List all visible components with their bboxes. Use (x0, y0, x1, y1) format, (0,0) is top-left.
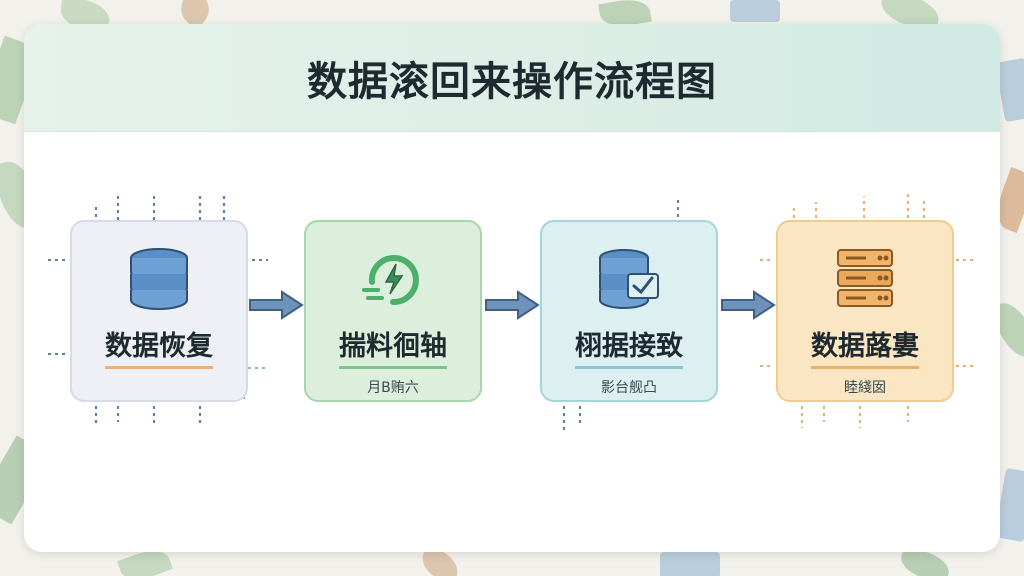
database-check-icon (599, 249, 659, 309)
step-label: 数据恢复 (105, 324, 213, 369)
step-3: 栩据接致 影台舰凸 (540, 220, 718, 402)
arrow-right-icon (485, 290, 540, 320)
arrow-right-icon (721, 290, 776, 320)
database-icon (130, 248, 188, 310)
step-4: 数据蕗婁 睦綫囡 (776, 220, 954, 402)
step-sublabel: 月B贿六 (367, 380, 419, 396)
diagram-title: 数据滚回来操作流程图 (307, 58, 717, 105)
header-banner: 数据滚回来操作流程图 (24, 24, 1000, 132)
arrow-right-icon (249, 290, 304, 320)
step-label: 揣料徊轴 (339, 324, 447, 369)
step-sublabel: 影台舰凸 (601, 380, 657, 396)
diagram-card: 数据滚回来操作流程图 (24, 24, 1000, 552)
step-sublabel: 睦綫囡 (844, 380, 886, 396)
server-stack-icon (837, 249, 893, 307)
step-2: 揣料徊轴 月B贿六 (304, 220, 482, 402)
step-data-restore: 数据恢复 (70, 220, 248, 402)
step-label: 栩据接致 (575, 324, 683, 369)
step-label: 数据蕗婁 (811, 324, 919, 369)
refresh-bolt-icon (362, 255, 419, 306)
